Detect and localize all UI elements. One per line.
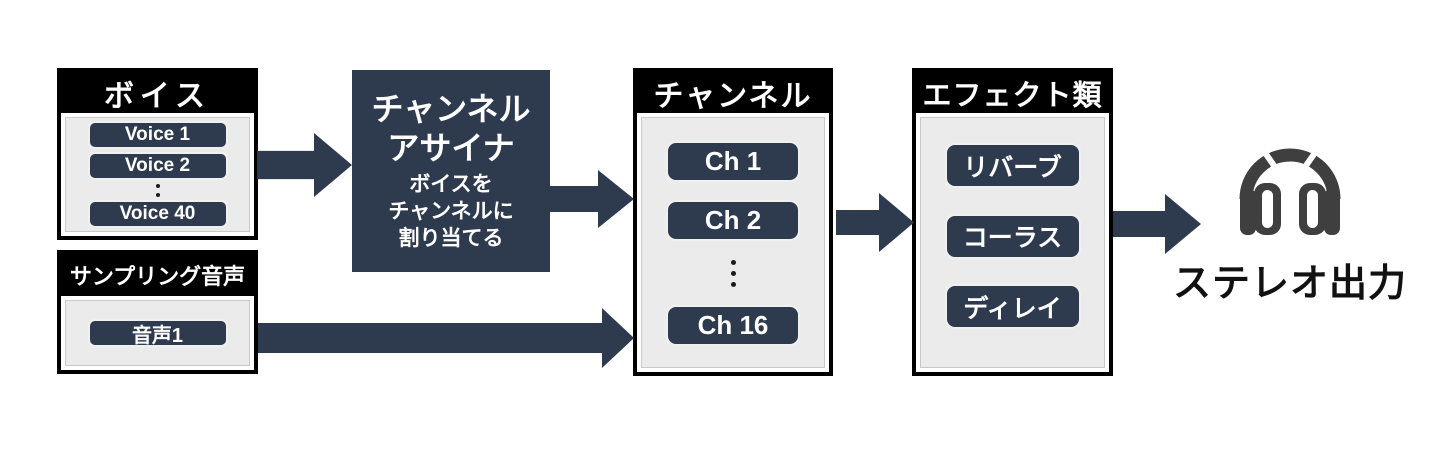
- stereo-output-label: ステレオ出力: [1172, 263, 1407, 305]
- ch-2-pill: Ch 2: [666, 200, 800, 242]
- arrow-assigner-to-channel: [550, 170, 634, 228]
- assigner-title-line-1: チャンネル: [371, 91, 531, 127]
- assigner-desc-line-1: ボイスを: [409, 173, 493, 196]
- voice-box: ボイス Voice 1 Voice 2 Voice 40: [57, 68, 258, 240]
- voice-box-body: Voice 1 Voice 2 Voice 40: [65, 117, 250, 232]
- voice-40-pill: Voice 40: [87, 199, 228, 228]
- channel-box-title: チャンネル: [637, 72, 829, 113]
- chorus-pill: コーラス: [944, 213, 1081, 259]
- sampling-box-body: 音声1: [65, 300, 250, 366]
- effects-box-body: リバーブ コーラス ディレイ: [920, 117, 1105, 368]
- effects-box: エフェクト類 リバーブ コーラス ディレイ: [912, 68, 1113, 376]
- arrow-voice-to-assigner: [257, 133, 352, 197]
- voice-ellipsis-dots: [155, 183, 160, 197]
- channel-ellipsis-dots: [730, 259, 736, 287]
- sampling-box-title: サンプリング音声: [61, 254, 254, 296]
- delay-pill: ディレイ: [944, 284, 1081, 329]
- assigner-desc-line-2: チャンネルに: [388, 200, 514, 223]
- headphones-icon: [1234, 133, 1346, 243]
- voice-1-pill: Voice 1: [87, 121, 228, 149]
- sampling-audio-box: サンプリング音声 音声1: [57, 250, 258, 374]
- reverb-pill: リバーブ: [944, 143, 1081, 188]
- channel-box: チャンネル Ch 1 Ch 2 Ch 16: [633, 68, 833, 376]
- audio-1-pill: 音声1: [87, 319, 228, 347]
- channel-assigner-box: チャンネル アサイナ ボイスを チャンネルに 割り当てる: [352, 70, 550, 272]
- voice-box-title: ボイス: [61, 72, 254, 113]
- effects-box-title: エフェクト類: [916, 72, 1109, 113]
- arrow-effects-to-output: [1113, 194, 1201, 254]
- arrow-channel-to-effects: [836, 193, 914, 252]
- arrow-sampling-to-channel: [258, 308, 634, 368]
- voice-2-pill: Voice 2: [87, 152, 228, 181]
- ch-1-pill: Ch 1: [666, 141, 800, 182]
- assigner-title-line-2: アサイナ: [387, 130, 515, 166]
- ch-16-pill: Ch 16: [666, 304, 800, 346]
- assigner-desc-line-3: 割り当てる: [398, 227, 504, 250]
- channel-box-body: Ch 1 Ch 2 Ch 16: [641, 117, 825, 368]
